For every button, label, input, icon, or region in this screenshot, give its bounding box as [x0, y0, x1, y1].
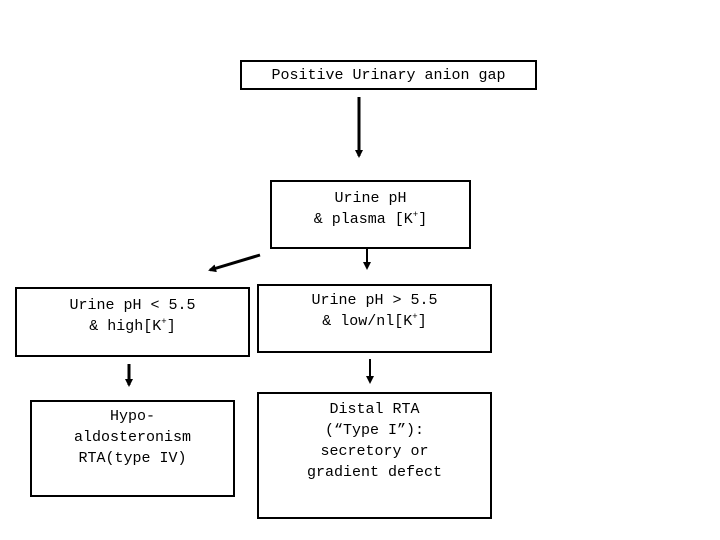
node-label-line1: Urine pH > 5.5 [311, 292, 438, 309]
node-label-line3: RTA(type IV) [78, 450, 187, 467]
node-distal-rta: Distal RTA (“Type I”): secretory or grad… [257, 392, 492, 519]
node-label-line1: Hypo- [109, 408, 155, 425]
arrow-mid-to-left [208, 253, 261, 273]
node-label-line4: gradient defect [306, 464, 443, 481]
node-label-line2: & low/nl[K+] [322, 312, 427, 331]
node-label-line2: aldosteronism [73, 429, 192, 446]
node-label-line1: Distal RTA [329, 401, 420, 418]
node-urine-ph-plasma-k: Urine pH & plasma [K+] [270, 180, 471, 249]
node-label-line2: (“Type I”): [324, 422, 425, 439]
node-urine-ph-low-high-k: Urine pH < 5.5 & high[K+] [15, 287, 250, 357]
node-label-line1: Urine pH [334, 190, 407, 207]
node-hypoaldosteronism-rta: Hypo- aldosteronism RTA(type IV) [30, 400, 235, 497]
node-positive-urinary-anion-gap: Positive Urinary anion gap [240, 60, 537, 90]
node-label: Positive Urinary anion gap [271, 66, 506, 84]
node-label-line2: & plasma [K+] [313, 210, 428, 229]
node-label-line1: Urine pH < 5.5 [69, 297, 196, 314]
node-label-line2: & high[K+] [89, 317, 176, 336]
node-urine-ph-high-low-k: Urine pH > 5.5 & low/nl[K+] [257, 284, 492, 353]
node-label-line3: secretory or [320, 443, 429, 460]
